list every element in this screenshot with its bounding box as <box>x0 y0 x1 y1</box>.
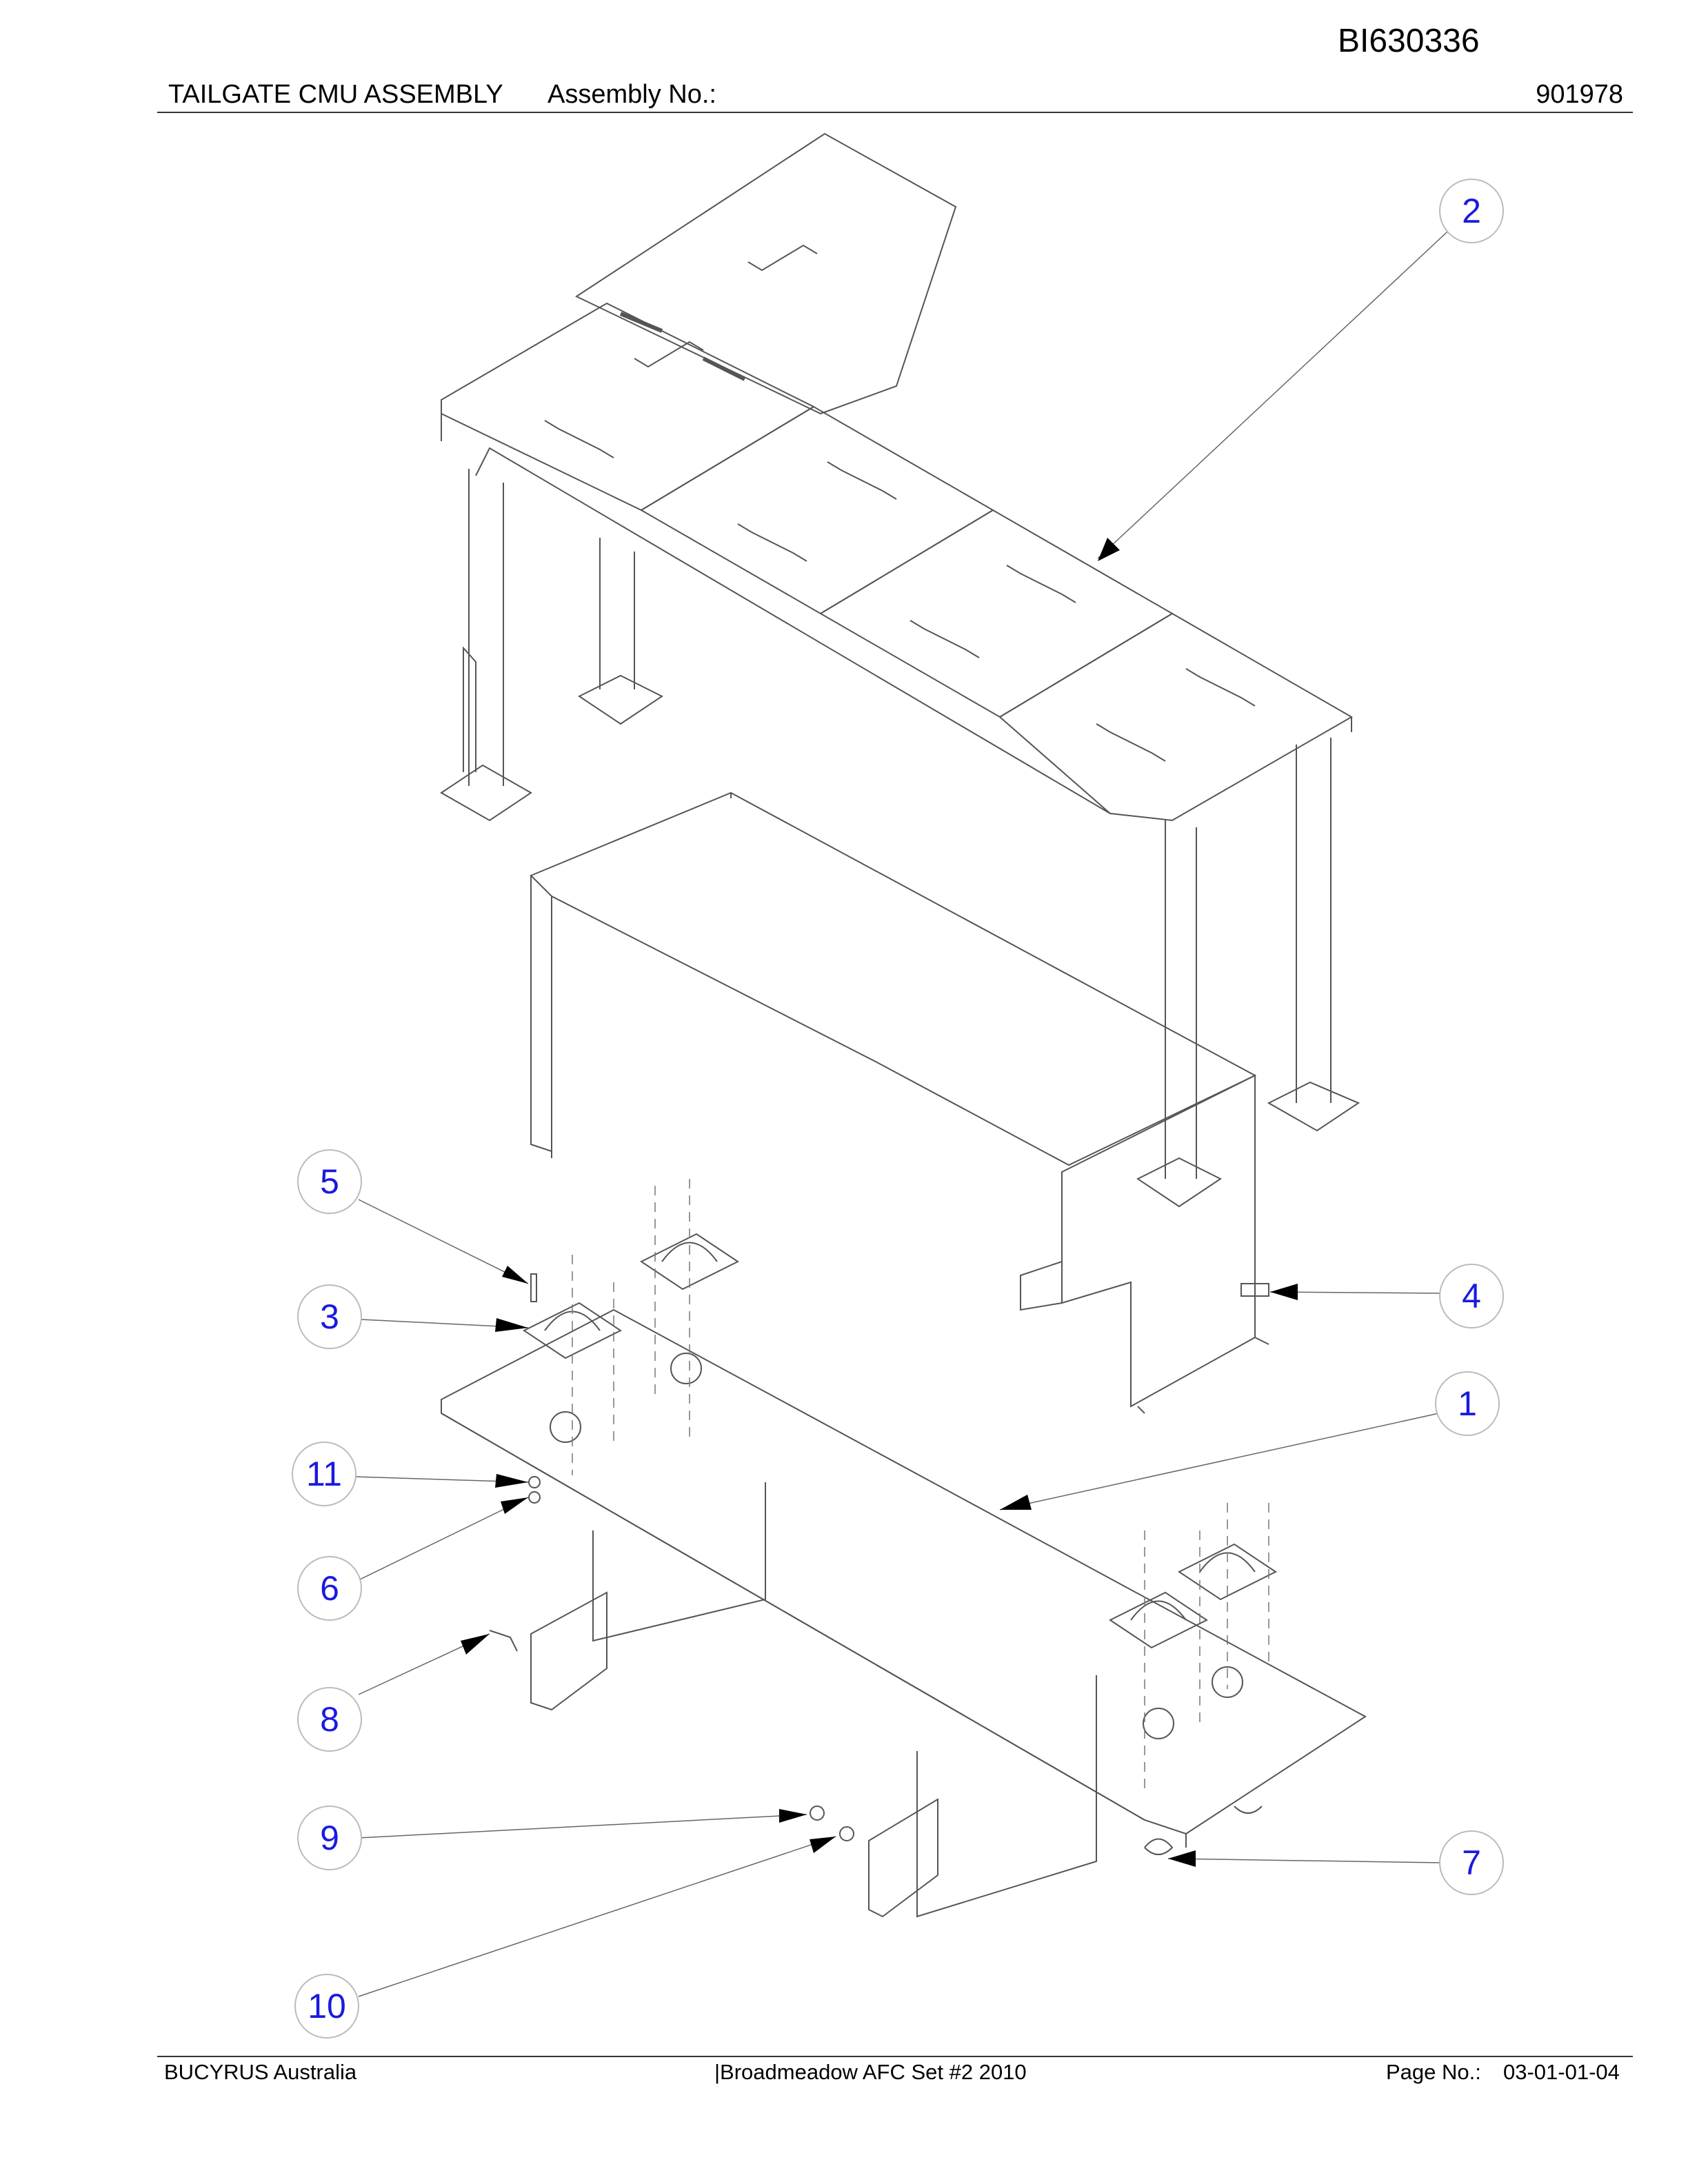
balloon-2: 2 <box>1439 179 1504 243</box>
balloon-1: 1 <box>1435 1371 1500 1436</box>
balloon-3: 3 <box>297 1284 362 1349</box>
balloon-7: 7 <box>1439 1830 1504 1895</box>
cmu-housing <box>530 791 1269 1414</box>
balloon-2-label: 2 <box>1462 192 1481 230</box>
balloon-11: 11 <box>292 1442 356 1506</box>
small-parts <box>489 1273 1269 1855</box>
balloon-9-label: 9 <box>320 1819 339 1857</box>
footer-company: BUCYRUS Australia <box>164 2060 357 2084</box>
assembly-number: 901978 <box>1536 80 1623 109</box>
balloon-5-label: 5 <box>320 1162 339 1201</box>
assembly-title: TAILGATE CMU ASSEMBLY <box>168 80 503 109</box>
support-legs <box>440 469 1360 1208</box>
base-frame <box>441 1308 1367 1918</box>
fastener-centerlines <box>572 1179 1269 1792</box>
balloon-5: 5 <box>297 1149 362 1214</box>
leader-arrowheads <box>461 538 1298 1867</box>
balloon-8: 8 <box>297 1687 362 1752</box>
balloon-10: 10 <box>294 1974 359 2039</box>
footer-page-number: 03-01-01-04 <box>1503 2060 1620 2084</box>
footer-page-label: Page No.: <box>1386 2060 1481 2084</box>
balloon-4-label: 4 <box>1462 1277 1481 1315</box>
balloon-6-label: 6 <box>320 1569 339 1608</box>
header-rule <box>157 112 1633 113</box>
assembly-number-label: Assembly No.: <box>547 80 716 109</box>
balloon-10-label: 10 <box>308 1987 346 2025</box>
footer-rule <box>157 2056 1633 2057</box>
cover-plate-assembly <box>441 132 1354 822</box>
balloon-9: 9 <box>297 1806 362 1870</box>
balloon-6: 6 <box>297 1556 362 1621</box>
balloon-4: 4 <box>1439 1264 1504 1328</box>
balloon-11-label: 11 <box>306 1455 342 1493</box>
rubber-mounts <box>523 1233 1277 1649</box>
balloon-1-label: 1 <box>1458 1384 1477 1423</box>
footer-project: |Broadmeadow AFC Set #2 2010 <box>714 2060 1027 2084</box>
leader-lines <box>354 223 1457 1997</box>
document-id: BI630336 <box>1338 23 1480 59</box>
balloon-7-label: 7 <box>1462 1843 1481 1882</box>
item-balloons: 1 2 3 4 5 6 7 8 <box>292 179 1504 2039</box>
balloon-3-label: 3 <box>320 1297 339 1336</box>
balloon-8-label: 8 <box>320 1700 339 1739</box>
